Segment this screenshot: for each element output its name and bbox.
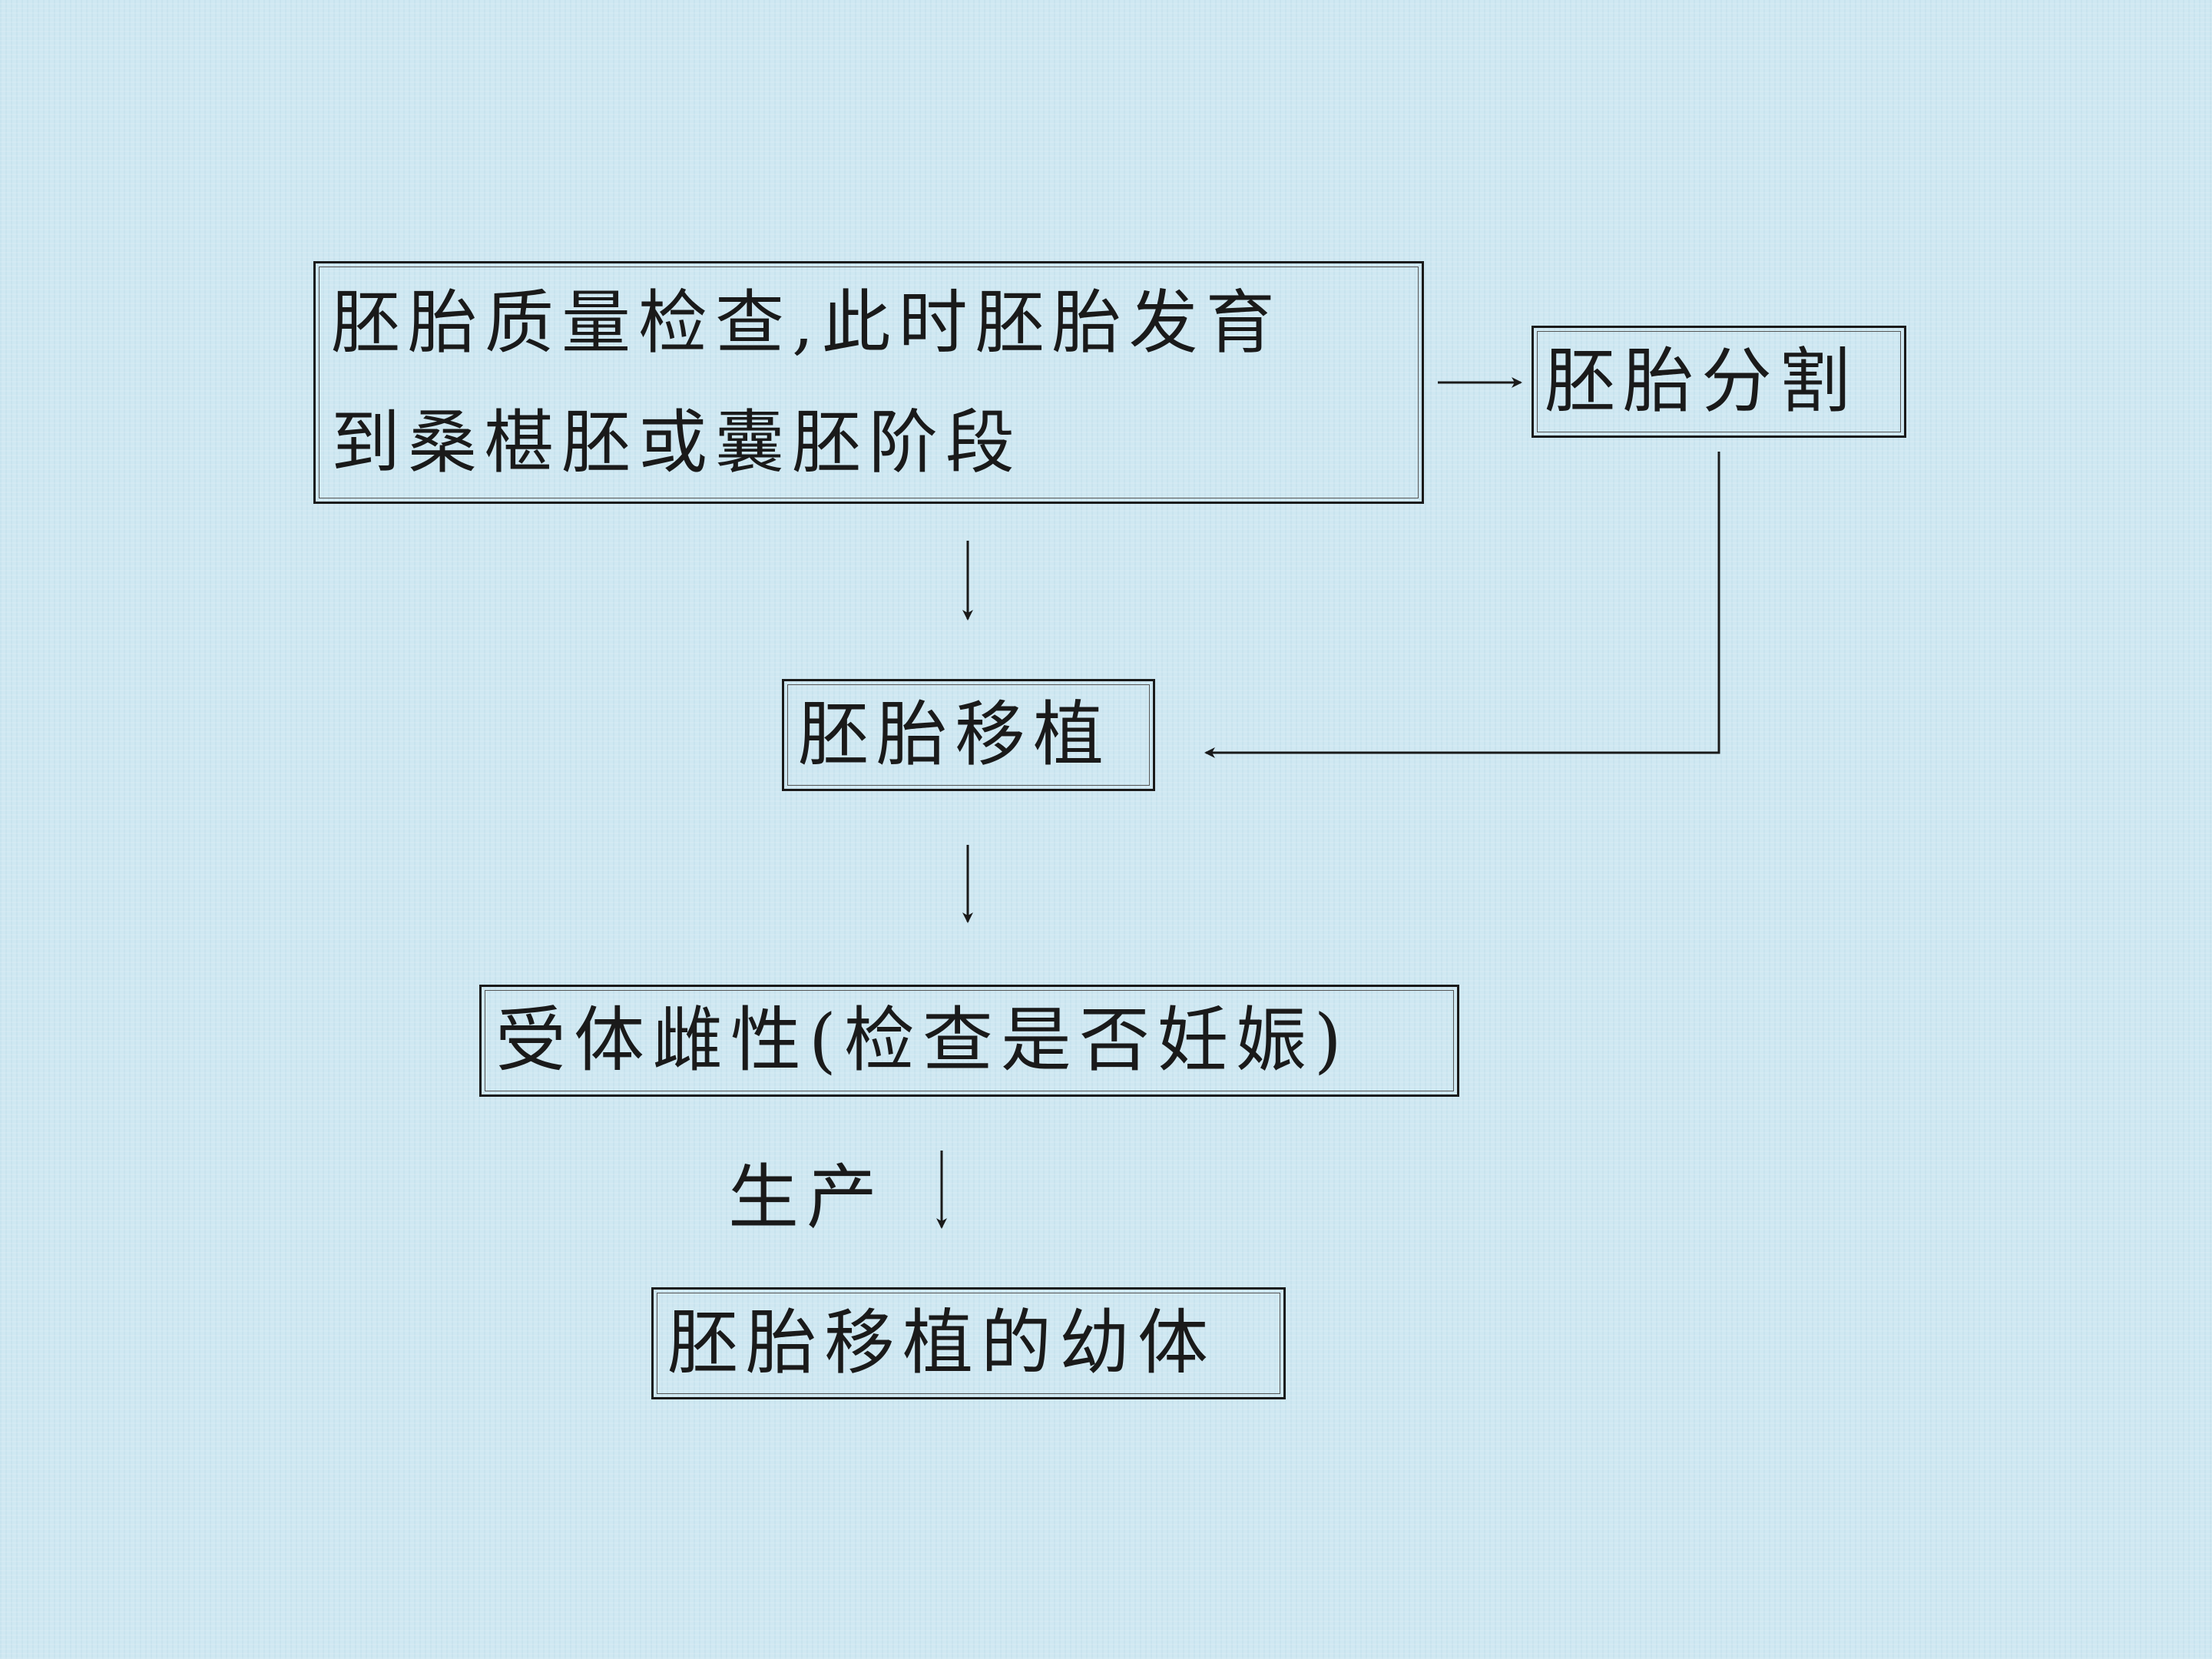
edge-label-birth: 生产 — [728, 1157, 886, 1239]
node-embryo-quality-check-line2: 到桑椹胚或囊胚阶段 — [331, 402, 1022, 483]
node-recipient-female: 受体雌性(检查是否妊娠) — [479, 985, 1459, 1097]
node-embryo-split: 胚胎分割 — [1532, 326, 1906, 438]
node-offspring: 胚胎移植的幼体 — [651, 1287, 1286, 1399]
node-embryo-quality-check-line1: 胚胎质量检查,此时胚胎发育 — [331, 283, 1283, 363]
node-embryo-transfer: 胚胎移植 — [782, 679, 1155, 791]
node-embryo-quality-check: 胚胎质量检查,此时胚胎发育 到桑椹胚或囊胚阶段 — [313, 261, 1424, 504]
